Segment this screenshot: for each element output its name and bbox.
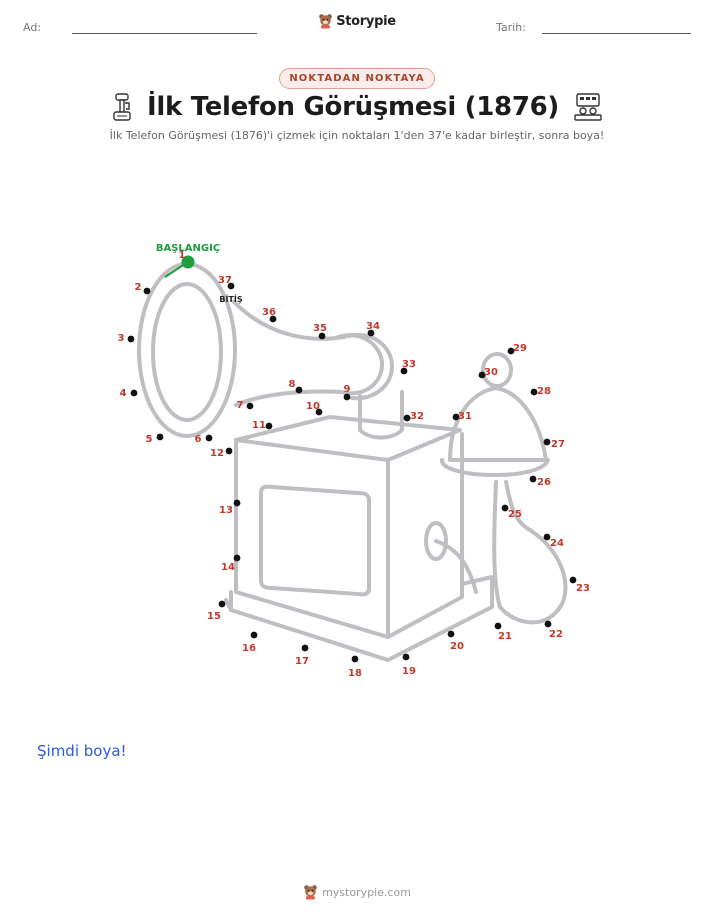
dot-number-15: 15 [207,611,221,622]
dot-21[interactable] [494,622,502,630]
dot-number-1: 1 [179,250,186,261]
color-prompt: Şimdi boya! [37,742,127,760]
dot-3[interactable] [127,335,135,343]
dot-number-33: 33 [402,359,416,370]
dot-35[interactable] [318,332,326,340]
dot-25[interactable] [501,504,509,512]
dot-27[interactable] [543,438,551,446]
dot-number-35: 35 [313,323,327,334]
dot-number-28: 28 [537,386,551,397]
name-label: Ad: [23,21,42,34]
dot-number-31: 31 [458,411,472,422]
dot-7[interactable] [246,402,254,410]
brand-name: Storypie [336,13,396,29]
candlestick-telephone-icon [113,93,131,121]
dot-number-32: 32 [410,411,424,422]
dot-11[interactable] [265,422,273,430]
switchboard-operator-icon [574,93,602,121]
dot-37[interactable] [227,282,235,290]
date-label: Tarih: [496,21,526,34]
dot-15[interactable] [218,600,226,608]
dot-number-10: 10 [306,401,320,412]
page-title: İlk Telefon Görüşmesi (1876) [146,92,560,122]
dot-number-21: 21 [498,631,512,642]
dot-14[interactable] [233,554,241,562]
dot-16[interactable] [250,631,258,639]
dot-28[interactable] [530,388,538,396]
dot-9[interactable] [343,393,351,401]
dot-number-12: 12 [210,448,224,459]
dot-31[interactable] [452,413,460,421]
start-label: BAŞLANGIÇ [156,243,220,254]
dot-13[interactable] [233,499,241,507]
dot-23[interactable] [569,576,577,584]
footer: mystorypie.com [0,884,714,904]
dot-5[interactable] [156,433,164,441]
dot-number-19: 19 [402,666,416,677]
bear-mascot-icon [304,885,317,900]
end-label: BİTİŞ [219,294,243,304]
name-line[interactable] [72,33,257,34]
dot-6[interactable] [205,434,213,442]
brand-logo: Storypie [0,13,714,33]
dot-number-27: 27 [551,439,565,450]
dot-33[interactable] [400,367,408,375]
dot-number-26: 26 [537,477,551,488]
dot-29[interactable] [507,347,515,355]
dot-19[interactable] [402,653,410,661]
dot-12[interactable] [225,447,233,455]
dot-18[interactable] [351,655,359,663]
dot-number-11: 11 [252,420,266,431]
dot-number-13: 13 [219,505,233,516]
bear-mascot-icon [319,14,333,29]
date-line[interactable] [542,33,691,34]
dot-number-37: 37 [218,275,232,286]
dot-number-8: 8 [289,379,296,390]
dot-34[interactable] [367,329,375,337]
footer-url[interactable]: mystorypie.com [322,885,411,899]
dot-32[interactable] [403,414,411,422]
faint-telephone-outline [137,262,568,662]
dot-30[interactable] [478,371,486,379]
dot-36[interactable] [269,315,277,323]
dot-number-34: 34 [366,321,380,332]
dot-number-25: 25 [508,509,522,520]
dot-number-16: 16 [242,643,256,654]
instructions: İlk Telefon Görüşmesi (1876)'i çizmek iç… [109,129,605,142]
dot-24[interactable] [543,533,551,541]
dot-number-9: 9 [344,384,351,395]
dot-number-24: 24 [550,538,564,549]
activity-badge: NOKTADAN NOKTAYA [279,68,435,89]
dot-number-17: 17 [295,656,309,667]
dot-26[interactable] [529,475,537,483]
dot-number-4: 4 [120,388,127,399]
dot-8[interactable] [295,386,303,394]
dot-number-23: 23 [576,583,590,594]
dot-number-14: 14 [221,562,235,573]
dot-number-18: 18 [348,668,362,679]
dot-number-20: 20 [450,641,464,652]
dot-20[interactable] [447,630,455,638]
dot-number-6: 6 [195,434,202,445]
dot-number-36: 36 [262,307,276,318]
dot-number-22: 22 [549,629,563,640]
start-dot [181,255,195,269]
dot-2[interactable] [143,287,151,295]
dot-number-5: 5 [146,434,153,445]
dot-number-3: 3 [118,333,125,344]
dot-22[interactable] [544,620,552,628]
dot-number-29: 29 [513,343,527,354]
dot-4[interactable] [130,389,138,397]
dot-number-30: 30 [484,367,498,378]
dot-number-7: 7 [237,400,244,411]
dot-10[interactable] [315,408,323,416]
dot-number-2: 2 [135,282,142,293]
dot-17[interactable] [301,644,309,652]
